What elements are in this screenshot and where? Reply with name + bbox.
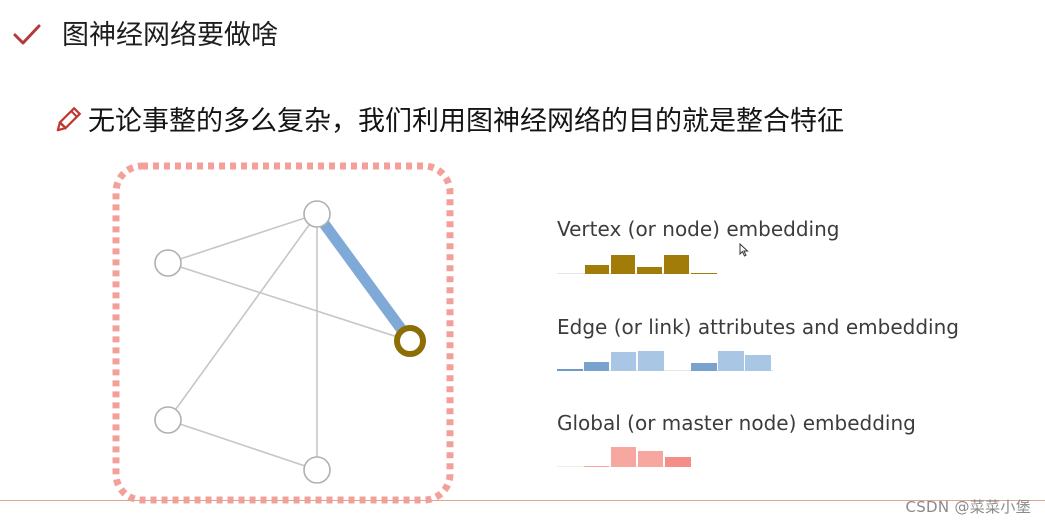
edge-bar-5 (691, 363, 717, 371)
checkmark-icon (13, 24, 41, 45)
watermark: CSDN @菜菜小堡 (905, 498, 1031, 516)
vertex-bar-2 (611, 255, 635, 274)
slide-title: 图神经网络要做啥 (62, 20, 278, 51)
global-bar-1 (584, 466, 609, 467)
graph-node (303, 200, 331, 228)
graph-highlight-node (394, 325, 426, 357)
global-bar-2 (611, 447, 636, 467)
slide-subtitle: 无论事整的多么复杂，我们利用图神经网络的目的就是整合特征 (88, 106, 844, 137)
vertex-bar-4 (664, 255, 689, 274)
graph-node (154, 249, 182, 277)
edge-embedding-bars (557, 347, 773, 371)
pencil-icon (56, 106, 82, 132)
edge-bar-1 (557, 369, 583, 371)
edge-embedding-label: Edge (or link) attributes and embedding (557, 315, 959, 339)
global-bar-3 (638, 451, 663, 467)
vertex-bar-3 (637, 267, 662, 274)
vertex-bar-1 (585, 265, 609, 274)
vertex-bar-5 (691, 273, 717, 274)
graph-edge (167, 213, 318, 264)
graph-diagram (112, 162, 454, 504)
edge-bar-6 (718, 351, 744, 371)
graph-node (154, 406, 182, 434)
global-embedding-label: Global (or master node) embedding (557, 411, 916, 435)
edge-bar-3 (611, 352, 636, 371)
mouse-cursor-icon (739, 243, 749, 257)
graph-edge (167, 419, 318, 471)
graph-highlight-edge (312, 210, 415, 345)
global-embedding-bars (557, 443, 691, 467)
graph-edge (167, 213, 318, 421)
edge-bar-7 (745, 355, 771, 371)
vertex-embedding-bars (557, 250, 717, 274)
edge-bar-2 (584, 362, 609, 371)
graph-node (303, 456, 331, 484)
footer-divider (0, 500, 1045, 501)
global-bar-4 (665, 457, 691, 467)
vertex-embedding-label: Vertex (or node) embedding (557, 217, 840, 241)
graph-edge (167, 262, 411, 342)
edge-bar-4 (638, 351, 664, 371)
